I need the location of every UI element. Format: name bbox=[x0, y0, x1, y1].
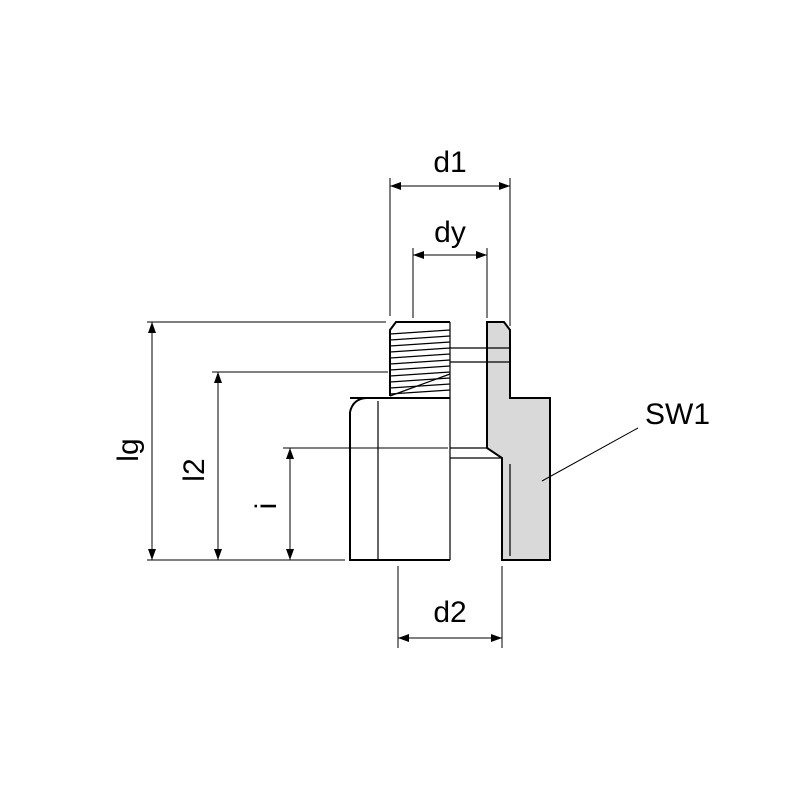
arrowhead bbox=[148, 322, 156, 333]
dimension-label-d1: d1 bbox=[433, 146, 466, 179]
dimension-label-lg: lg bbox=[112, 438, 145, 461]
dimension-label-dy: dy bbox=[434, 216, 466, 249]
dimension-lg: lg bbox=[112, 321, 386, 561]
external-view bbox=[349, 321, 451, 561]
arrowhead bbox=[491, 634, 502, 642]
dimension-label-i: i bbox=[250, 503, 283, 510]
section-cut-view bbox=[450, 321, 551, 561]
arrowhead bbox=[286, 448, 294, 459]
thread-outline bbox=[389, 321, 450, 396]
arrowhead bbox=[214, 372, 222, 383]
arrowhead bbox=[214, 549, 222, 560]
dimension-d1: d1 bbox=[389, 146, 511, 326]
arrowhead bbox=[413, 251, 424, 259]
sw1-leader-line bbox=[541, 427, 639, 482]
arrowhead bbox=[476, 251, 487, 259]
hex-body bbox=[349, 397, 450, 561]
dimension-d2: d2 bbox=[397, 566, 503, 648]
arrowhead bbox=[148, 549, 156, 560]
callout-sw1: SW1 bbox=[541, 398, 710, 482]
thread-crest-lines bbox=[389, 329, 451, 395]
dimension-label-sw1: SW1 bbox=[645, 398, 710, 431]
dimension-dy: dy bbox=[412, 216, 488, 318]
arrowhead bbox=[499, 182, 510, 190]
male-thread-external-view bbox=[389, 321, 451, 397]
arrowhead bbox=[286, 549, 294, 560]
section-internal-lines bbox=[450, 347, 510, 363]
dimension-label-l2: l2 bbox=[178, 458, 211, 481]
dimension-i: i bbox=[250, 447, 448, 560]
dimension-l2: l2 bbox=[178, 371, 388, 560]
dimension-label-d2: d2 bbox=[433, 596, 466, 629]
thread-runout-line bbox=[389, 373, 451, 397]
section-cut-region bbox=[486, 321, 551, 561]
hex-chamfer bbox=[349, 397, 367, 413]
arrowhead bbox=[398, 634, 409, 642]
hex-outline bbox=[349, 412, 450, 561]
arrowhead bbox=[390, 182, 401, 190]
